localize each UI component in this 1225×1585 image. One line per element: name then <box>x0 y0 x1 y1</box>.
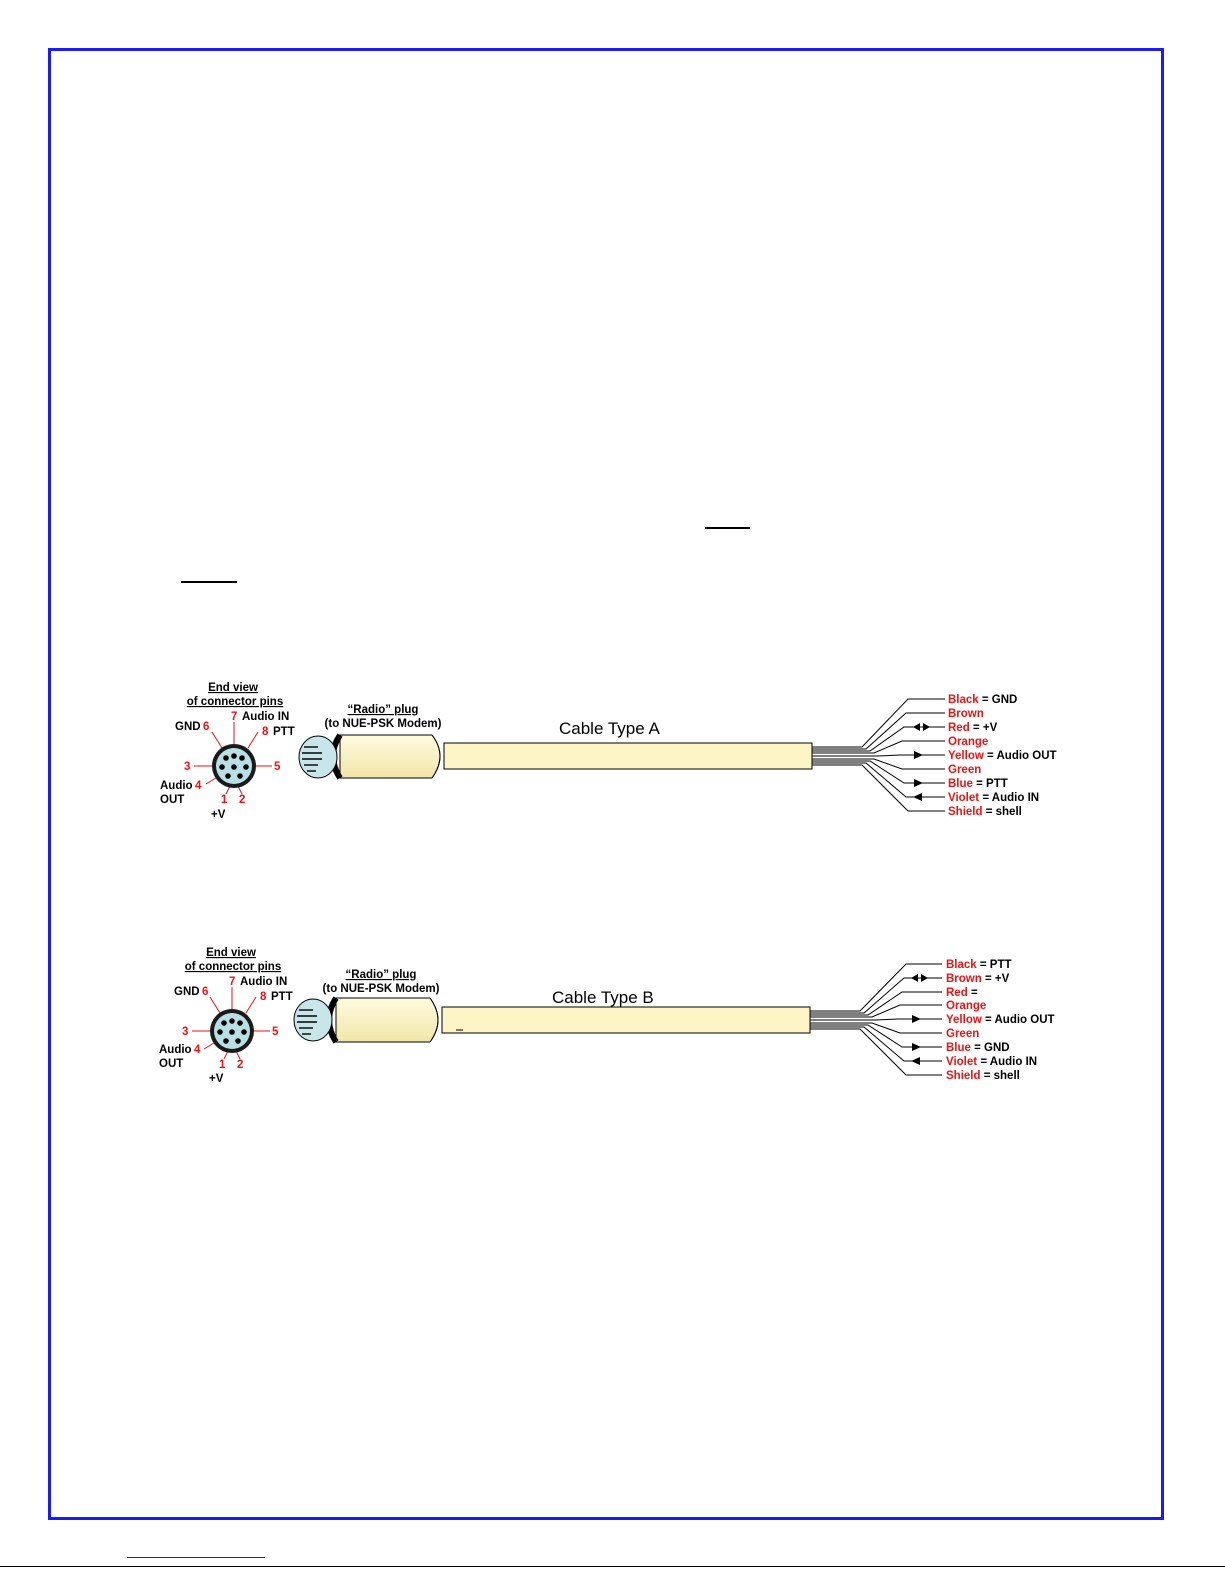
arrow-both-icon <box>913 723 920 731</box>
end-view-connector: End view of connector pins GND 6 <box>160 682 295 821</box>
radio-plug <box>298 733 441 780</box>
ptt-label: PTT <box>271 991 293 1003</box>
wire-label: Red = +V <box>948 722 998 734</box>
pin-5-label: 5 <box>274 761 281 773</box>
wire-label: Blue = PTT <box>948 778 1008 790</box>
pin-1-label: 1 <box>221 794 228 806</box>
cable-diagram-a: End view of connector pins GND 6 <box>160 682 1057 821</box>
arrow-right-icon <box>914 751 923 759</box>
arrow-right-icon <box>912 1043 921 1051</box>
wire-labels: Black = GND Brown Red = +V Orange Yellow… <box>948 694 1057 818</box>
end-view-connector: End view of connector pins GND 6 <box>159 947 293 1085</box>
wire-label: Black = PTT <box>946 959 1012 971</box>
cable-body <box>443 742 813 770</box>
ptt-label: PTT <box>273 726 295 738</box>
cable-title: Cable Type B <box>552 988 654 1007</box>
vplus-label: +V <box>211 809 226 821</box>
cable-title: Cable Type A <box>559 719 660 738</box>
cable-body <box>441 1006 811 1034</box>
radio-plug <box>293 996 439 1044</box>
plug-face <box>298 735 338 779</box>
pin-6-label: 6 <box>203 721 209 733</box>
pin-leader-lines <box>194 722 272 795</box>
wire-label: Yellow = Audio OUT <box>946 1014 1055 1026</box>
pin-1-label: 1 <box>219 1059 226 1071</box>
audio-in-label: Audio IN <box>240 976 287 988</box>
signal-arrows <box>911 974 928 1065</box>
plug-title: “Radio” plug <box>346 969 417 981</box>
audio-label: Audio <box>159 1044 192 1056</box>
plug-face <box>293 998 333 1042</box>
wire-label: Violet = Audio IN <box>946 1056 1037 1068</box>
footer-link-underline[interactable] <box>127 1557 265 1558</box>
wire-label: Red = <box>946 987 978 999</box>
pin-4-label: 4 <box>194 1044 201 1056</box>
audio-in-label: Audio IN <box>242 711 289 723</box>
wire-label: Orange <box>946 1000 986 1012</box>
pin-6-label: 6 <box>202 986 208 998</box>
wire-label: Yellow = Audio OUT <box>948 750 1057 762</box>
pin-5-label: 5 <box>272 1026 279 1038</box>
plug-title: “Radio” plug <box>348 704 419 716</box>
pin-7-label: 7 <box>229 976 235 988</box>
audio-label: Audio <box>160 780 193 792</box>
pin-2-label: 2 <box>237 1059 243 1071</box>
pin-8-label: 8 <box>260 991 267 1003</box>
wire-label: Violet = Audio IN <box>948 792 1039 804</box>
wire-label: Green <box>948 764 981 776</box>
wire-label: Brown = +V <box>946 973 1010 985</box>
pin-7-label: 7 <box>231 711 237 723</box>
pin-4-label: 4 <box>195 780 202 792</box>
wire-label: Brown <box>948 708 984 720</box>
connector-pins <box>217 1018 247 1044</box>
out-label: OUT <box>159 1058 183 1070</box>
footer-rule <box>0 1566 1225 1567</box>
gnd-label: GND <box>175 721 201 733</box>
signal-arrows <box>913 723 930 801</box>
blank-underline <box>705 527 750 529</box>
arrow-right-icon <box>912 1015 921 1023</box>
wire-fanout <box>812 698 945 812</box>
pin-8-label: 8 <box>262 726 269 738</box>
pin-3-label: 3 <box>182 1026 188 1038</box>
pin-3-label: 3 <box>184 761 190 773</box>
arrow-right-icon <box>914 779 923 787</box>
gnd-label: GND <box>174 986 200 998</box>
end-view-title: End view <box>206 947 256 959</box>
arrow-left-icon <box>913 793 922 801</box>
arrow-both-icon <box>911 974 918 982</box>
plug-pins <box>302 746 322 772</box>
wire-label: Blue = GND <box>946 1042 1010 1054</box>
arrow-left-icon <box>911 1057 920 1065</box>
wire-label: Shield = shell <box>946 1070 1020 1082</box>
vplus-label: +V <box>209 1073 224 1085</box>
blank-underline <box>181 581 237 583</box>
end-view-title: End view <box>208 682 258 694</box>
plug-subtitle: (to NUE-PSK Modem) <box>323 983 440 995</box>
wire-labels: Black = PTT Brown = +V Red = Orange Yell… <box>946 959 1055 1082</box>
plug-pins <box>297 1009 317 1035</box>
page-frame <box>48 48 1164 1520</box>
connector-pins <box>219 753 249 779</box>
end-view-subtitle: of connector pins <box>187 696 283 708</box>
wire-label: Shield = shell <box>948 806 1022 818</box>
wire-label: Green <box>946 1028 979 1040</box>
out-label: OUT <box>160 794 184 806</box>
wire-label: Orange <box>948 736 988 748</box>
plug-subtitle: (to NUE-PSK Modem) <box>325 718 442 730</box>
end-view-subtitle: of connector pins <box>185 961 281 973</box>
cable-diagram-b: End view of connector pins GND 6 <box>159 947 1055 1085</box>
wire-label: Black = GND <box>948 694 1017 706</box>
pin-2-label: 2 <box>239 794 245 806</box>
